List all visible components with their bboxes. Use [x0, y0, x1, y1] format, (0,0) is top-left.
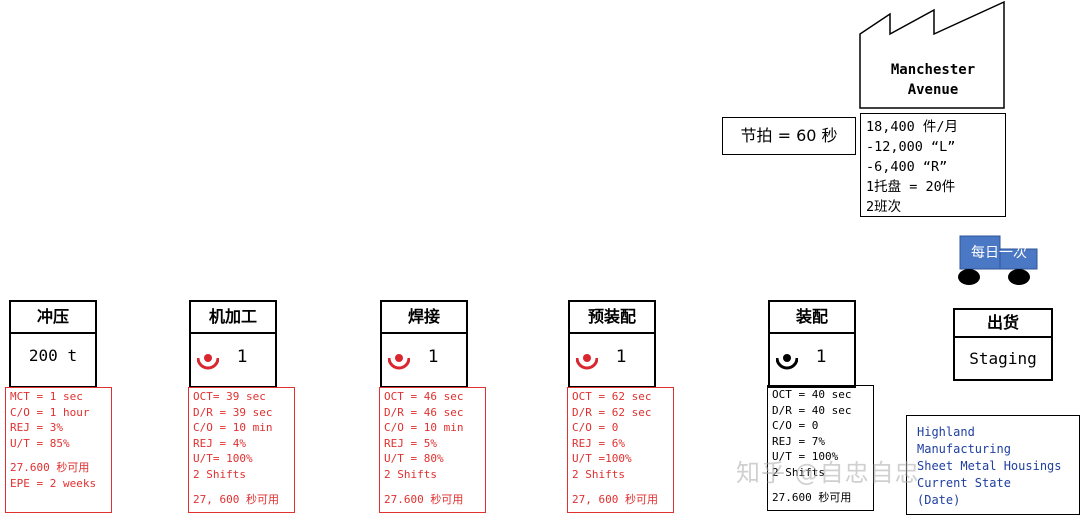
available-time: 27.600 秒可用	[772, 490, 852, 504]
process-title: 预装配	[570, 302, 654, 334]
takt-time-box: 节拍 = 60 秒	[722, 117, 856, 155]
title-info-box: Highland Manufacturing Sheet Metal Housi…	[906, 415, 1080, 515]
data-line: 2 Shifts	[384, 467, 437, 481]
data-line: OCT = 46 sec	[384, 390, 464, 403]
operator-icon	[576, 354, 598, 370]
operator-count: 1	[816, 347, 827, 367]
demand-line: -12,000 “L”	[866, 139, 956, 155]
process-data-box-pre-assembly: OCT = 62 sec D/R = 62 sec C/O = 0 REJ = …	[567, 387, 674, 513]
data-line: U/T = 80%	[384, 452, 444, 466]
data-line: 2 Shifts	[572, 467, 625, 481]
data-line: U/T =100%	[572, 452, 632, 466]
process-data-box-stamping: MCT = 1 sec C/O = 1 hour REJ = 3% U/T = …	[5, 387, 112, 513]
data-line: C/O = 0	[572, 421, 619, 435]
data-line: U/T = 85%	[10, 436, 70, 450]
process-box-assembly: 装配 1	[768, 300, 856, 388]
data-line: REJ = 3%	[10, 421, 63, 435]
process-data-box-machining: OCT= 39 sec D/R = 39 sec C/O = 10 min RE…	[188, 387, 295, 513]
truck-frequency-label: 每日一次	[971, 245, 1027, 261]
process-data-box-welding: OCT = 46 sec D/R = 46 sec C/O = 10 min R…	[379, 387, 486, 513]
available-time: 27.600 秒可用	[384, 492, 464, 506]
available-time: 27, 600 秒可用	[572, 492, 658, 506]
data-line: REJ = 5%	[384, 436, 437, 450]
info-line: Sheet Metal Housings	[917, 459, 1062, 473]
process-title: 冲压	[11, 302, 95, 334]
process-capacity: 200 t	[28, 346, 78, 365]
shipping-staging: Staging	[969, 349, 1037, 368]
customer-demand-box: 18,400 件/月 -12,000 “L” -6,400 “R” 1托盘 = …	[860, 113, 1006, 217]
shipping-box: 出货 Staging	[953, 308, 1053, 381]
truck-icon	[958, 235, 1038, 285]
data-line: REJ = 4%	[193, 436, 246, 450]
epe-line: EPE = 2 weeks	[10, 476, 97, 490]
data-line: MCT = 1 sec	[10, 390, 83, 403]
data-line: OCT = 62 sec	[572, 390, 652, 403]
data-line: OCT= 39 sec	[193, 390, 266, 403]
factory-icon	[859, 0, 1005, 109]
info-line: Manufacturing	[917, 442, 1011, 456]
data-line: C/O = 0	[772, 419, 819, 433]
process-box-pre-assembly: 预装配 1	[568, 300, 656, 388]
operator-count: 1	[428, 347, 439, 367]
factory-name-line1: Manchester	[890, 62, 976, 78]
info-line: (Date)	[917, 493, 961, 507]
data-line: REJ = 6%	[572, 436, 625, 450]
operator-icon	[388, 354, 410, 370]
data-line: C/O = 10 min	[193, 421, 273, 435]
process-title: 装配	[770, 302, 854, 334]
data-line: C/O = 1 hour	[10, 405, 90, 419]
factory-name-line2: Avenue	[907, 82, 959, 98]
demand-line: 1托盘 = 20件	[866, 179, 956, 195]
demand-line: 18,400 件/月	[866, 119, 959, 135]
data-line: 2 Shifts	[193, 467, 246, 481]
data-line: OCT = 40 sec	[772, 388, 852, 401]
info-line: Highland	[917, 425, 975, 439]
operator-count: 1	[616, 347, 627, 367]
process-data-box-assembly: OCT = 40 sec D/R = 40 sec C/O = 0 REJ = …	[767, 385, 874, 511]
factory-name: Manchester Avenue	[862, 60, 1004, 100]
data-line: U/T= 100%	[193, 452, 253, 466]
process-box-machining: 机加工 1	[189, 300, 277, 388]
data-line: REJ = 7%	[772, 434, 825, 448]
data-line: D/R = 46 sec	[384, 405, 464, 419]
data-line: D/R = 62 sec	[572, 405, 652, 419]
data-line: 2 Shifts	[772, 465, 825, 479]
demand-line: 2班次	[866, 199, 902, 215]
watermark: 知乎 @自忠自忠	[736, 459, 920, 487]
process-box-welding: 焊接 1	[380, 300, 468, 388]
data-line: D/R = 40 sec	[772, 403, 852, 417]
operator-count: 1	[237, 347, 248, 367]
info-line: Current State	[917, 476, 1011, 490]
operator-icon	[776, 354, 798, 370]
process-title: 焊接	[382, 302, 466, 334]
data-line: C/O = 10 min	[384, 421, 464, 435]
process-box-stamping: 冲压 200 t	[9, 300, 97, 388]
shipping-title: 出货	[955, 310, 1051, 338]
available-time: 27, 600 秒可用	[193, 492, 279, 506]
data-line: D/R = 39 sec	[193, 405, 273, 419]
available-time: 27.600 秒可用	[10, 461, 90, 475]
data-line: U/T = 100%	[772, 450, 839, 464]
operator-icon	[197, 354, 219, 370]
demand-line: -6,400 “R”	[866, 159, 948, 175]
process-title: 机加工	[191, 302, 275, 334]
